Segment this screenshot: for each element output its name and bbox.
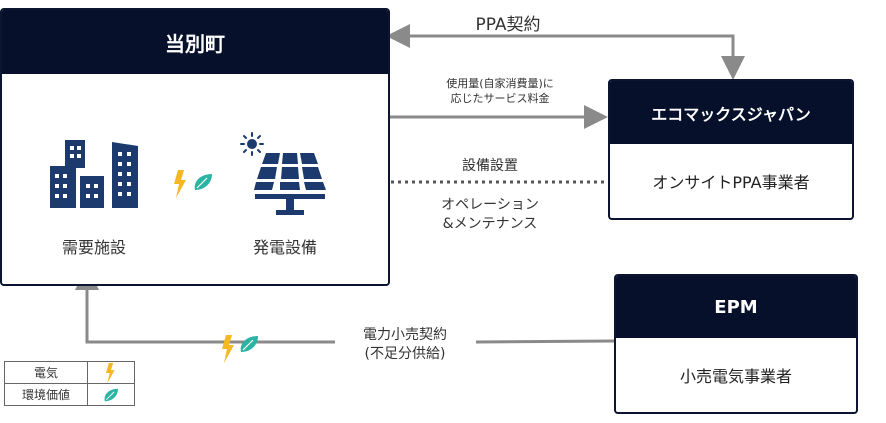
retailer-role: 小売電気事業者 [679, 367, 792, 386]
facility-label: 需要施設 [61, 238, 126, 257]
ppa-provider-name: エコマックスジャパン [610, 81, 852, 144]
legend-label: 電気 [4, 361, 88, 384]
retail-line1: 電力小売契約 [363, 327, 447, 343]
legend: 電気 環境価値 [4, 361, 135, 406]
legend-row: 環境価値 [4, 383, 135, 406]
retail-supply-line [475, 339, 615, 344]
ppa-provider-role: オンサイトPPA事業者 [652, 173, 810, 192]
legend-row: 電気 [4, 361, 135, 384]
leaf-icon [104, 388, 118, 401]
ppa-contract-label: PPA契約 [475, 15, 541, 35]
retail-contract-label: 電力小売契約 (不足分供給) [335, 326, 475, 364]
ppa-contract-arrow [386, 24, 735, 70]
retailer-box: EPM 小売電気事業者 [614, 274, 858, 414]
retail-leaf-icon [240, 336, 258, 352]
installation-label: 設備設置 [462, 158, 518, 174]
om-line1: オペレーション [441, 197, 539, 213]
retail-lightning-icon [222, 335, 234, 363]
retailer-name: EPM [616, 276, 856, 338]
lightning-icon [106, 362, 115, 383]
service-fee-label: 使用量(自家消費量)に 応じたサービス料金 [410, 76, 590, 106]
service-fee-line1: 使用量(自家消費量)に [446, 77, 554, 90]
generator-label: 発電設備 [252, 238, 317, 257]
om-line2: &メンテナンス [442, 216, 538, 232]
service-fee-line2: 応じたサービス料金 [450, 92, 550, 105]
retail-line2: (不足分供給) [364, 346, 446, 362]
buildings-icon [50, 140, 138, 208]
legend-label: 環境価値 [4, 383, 88, 406]
town-title: 当別町 [2, 10, 388, 74]
solar-panel-icon [240, 132, 326, 215]
om-label: オペレーション &メンテナンス [420, 196, 560, 234]
lightning-icon [174, 170, 186, 198]
ppa-provider-box: エコマックスジャパン オンサイトPPA事業者 [608, 79, 854, 220]
leaf-icon [194, 174, 212, 190]
town-box: 当別町 [0, 8, 390, 286]
